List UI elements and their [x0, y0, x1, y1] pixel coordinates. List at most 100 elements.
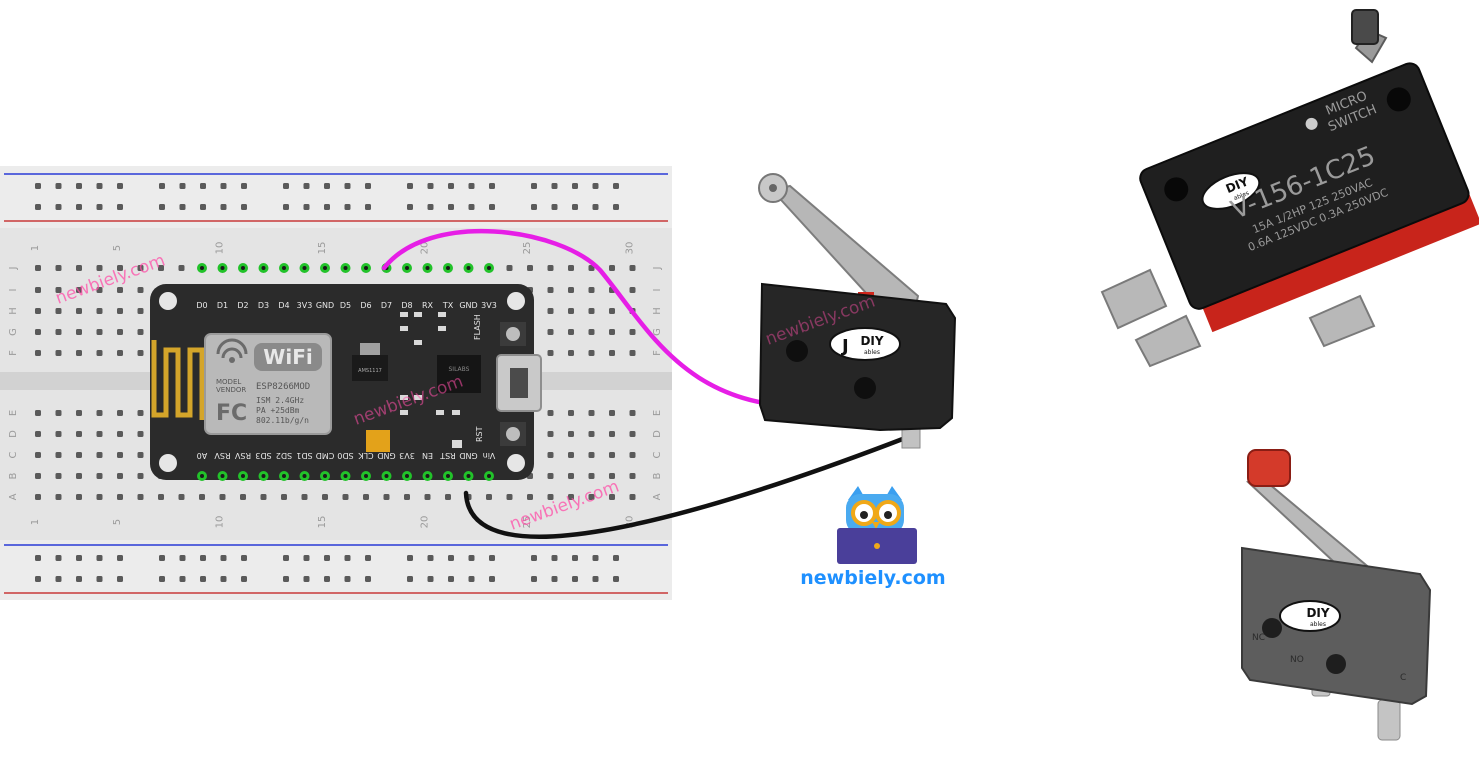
rail-hole — [179, 576, 186, 582]
board-pin-center — [282, 474, 286, 478]
rail-hole — [551, 204, 558, 210]
wifi-label: WiFi — [263, 345, 312, 369]
breadboard-hole — [547, 329, 554, 335]
pin-label: EN — [422, 451, 433, 460]
breadboard-hole — [629, 410, 636, 416]
diyables-logo-mark: J — [840, 336, 849, 357]
breadboard-hole — [76, 494, 82, 500]
rail-hole — [324, 183, 330, 189]
board-pin-center — [466, 474, 471, 478]
rail-hole — [427, 555, 434, 561]
switch-mount-hole — [854, 377, 876, 399]
column-number: 25 — [522, 242, 533, 255]
owl-pupil — [884, 511, 892, 519]
reset-button-cap[interactable] — [506, 427, 520, 441]
flash-button-cap[interactable] — [506, 327, 520, 341]
board-pins — [197, 263, 494, 481]
switch-body-large — [1139, 62, 1470, 310]
rail-hole — [531, 183, 537, 189]
breadboard-hole — [588, 308, 595, 314]
row-letter: F — [652, 350, 663, 356]
breadboard-hole — [547, 473, 554, 479]
breadboard-hole — [96, 410, 103, 416]
row-letter: G — [8, 328, 19, 336]
switch-screw — [1305, 117, 1318, 130]
column-number: 30 — [625, 516, 636, 529]
board-pin-center — [466, 266, 471, 270]
rail-hole — [55, 576, 62, 582]
board-pin-center — [200, 266, 204, 270]
breadboard-hole — [240, 494, 246, 500]
rail-hole — [283, 576, 289, 582]
mount-hole — [159, 454, 177, 472]
breadboard-hole — [137, 431, 144, 437]
usb-serial-chip — [437, 355, 481, 393]
row-letter: D — [652, 430, 663, 438]
breadboard-hole — [547, 350, 554, 356]
breadboard-hole — [568, 494, 574, 500]
breadboard-hole — [609, 452, 615, 458]
chip-label: SILABS — [449, 366, 470, 373]
breadboard-hole — [35, 287, 41, 293]
row-letter: D — [8, 430, 19, 438]
rail-hole — [592, 183, 599, 189]
breadboard-hole — [609, 431, 615, 437]
switch-mount-hole-small — [1262, 618, 1282, 638]
breadboard-hole — [568, 329, 574, 335]
owl-beak — [872, 522, 880, 529]
column-number: 1 — [30, 245, 41, 251]
board-pin-center — [200, 474, 204, 478]
rail-hole — [55, 183, 62, 189]
breadboard-hole — [609, 410, 615, 416]
rail-hole — [344, 204, 351, 210]
board-pin-center — [405, 266, 409, 270]
switch-mount-hole-large — [1164, 177, 1189, 202]
breadboard-hole — [76, 308, 82, 314]
breadboard-hole — [445, 494, 451, 500]
rail-hole — [531, 555, 537, 561]
switch-roller-axle — [769, 184, 777, 192]
breadboard-hole — [55, 494, 62, 500]
rail-hole — [200, 555, 206, 561]
rail-hole — [592, 555, 599, 561]
board-pin-center — [302, 474, 307, 478]
row-letter: A — [8, 493, 19, 500]
breadboard-hole — [568, 265, 574, 271]
column-number: 10 — [215, 242, 226, 255]
rail-hole — [592, 204, 599, 210]
signal-wire-d7-to-switch — [381, 228, 841, 409]
terminal-label-c: C — [1400, 673, 1406, 683]
breadboard-hole — [588, 329, 595, 335]
breadboard-hole — [96, 431, 103, 437]
pin-label: D8 — [401, 301, 412, 310]
switch-terminal-large — [1134, 314, 1202, 368]
rail-hole — [448, 183, 454, 189]
rail-hole — [96, 555, 103, 561]
pin-label: GND — [377, 451, 395, 460]
wifi-icon — [216, 338, 248, 363]
row-letter: C — [652, 451, 663, 458]
column-number: 30 — [625, 242, 636, 255]
rail-hole — [613, 555, 619, 561]
breadboard-hole — [609, 473, 615, 479]
breadboard-hole — [506, 494, 513, 500]
breadboard-hole — [363, 494, 369, 500]
breadboard-hole — [568, 431, 574, 437]
breadboard-hole — [96, 265, 103, 271]
rail-hole — [117, 204, 123, 210]
rail-hole — [448, 555, 454, 561]
pin-label: SD1 — [296, 451, 312, 460]
breadboard-hole — [547, 308, 554, 314]
wifi-badge — [254, 343, 322, 371]
board-pin-center — [384, 474, 389, 478]
row-letter: C — [8, 451, 19, 458]
switch-body-small — [1241, 546, 1432, 706]
board-pin-center — [282, 266, 286, 270]
board-pin-center — [343, 266, 348, 270]
breadboard-hole — [588, 452, 595, 458]
breadboard-hole — [117, 265, 123, 271]
breadboard-hole — [35, 473, 41, 479]
breadboard-hole — [281, 494, 287, 500]
breadboard-hole — [588, 494, 595, 500]
pin-label: D0 — [196, 301, 207, 310]
